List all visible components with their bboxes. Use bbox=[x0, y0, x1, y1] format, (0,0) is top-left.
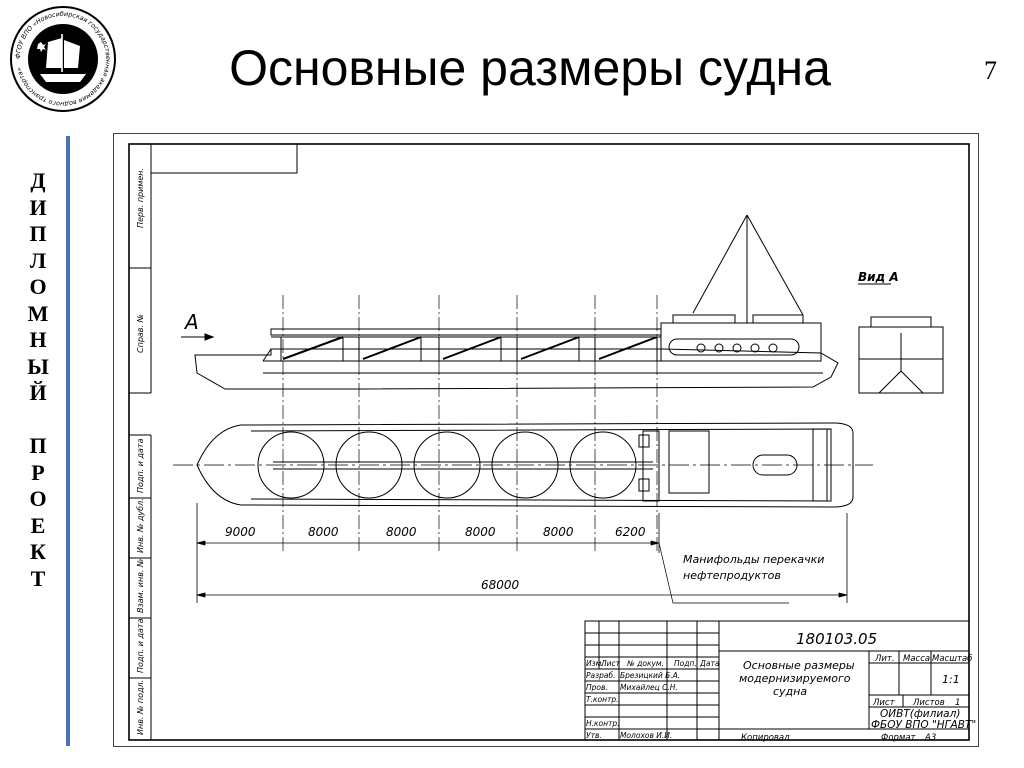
drawing-name: модернизируемого bbox=[739, 672, 851, 685]
tb-role: Разраб. bbox=[586, 671, 615, 680]
side-label-letter: Л bbox=[29, 247, 47, 273]
strip-label: Инв. № подл. bbox=[136, 680, 145, 735]
tb-sheets: Листов bbox=[912, 698, 945, 708]
tb-role: Утв. bbox=[586, 731, 602, 740]
tb-name: Михайлец С.Н. bbox=[620, 683, 678, 692]
plan-view bbox=[173, 422, 873, 508]
tb-org: ОИВТ(филиал) bbox=[880, 708, 960, 720]
side-label-letter: Е bbox=[30, 512, 46, 538]
dimension-lines bbox=[196, 503, 848, 604]
tb-format: Формат bbox=[881, 733, 917, 743]
title-block-text: 180103.05 Основные размеры модернизируем… bbox=[586, 630, 976, 743]
tb-header: Дата bbox=[699, 659, 720, 668]
tb-lit: Лит. bbox=[874, 654, 895, 664]
strip-label: Подп. и дата bbox=[136, 618, 145, 673]
slide-number: 7 bbox=[984, 56, 997, 85]
tb-role: Т.контр. bbox=[586, 695, 619, 704]
side-label-letter: Ы bbox=[27, 353, 49, 379]
manifold-note: нефтепродуктов bbox=[683, 569, 781, 582]
tb-header: Лист bbox=[600, 659, 621, 668]
tb-mass: Масса bbox=[903, 654, 930, 664]
side-label-letter: Д bbox=[30, 168, 46, 193]
tb-scale: Масштаб bbox=[932, 654, 972, 664]
view-arrow-label: А bbox=[183, 310, 199, 334]
drawing-code: 180103.05 bbox=[796, 630, 877, 648]
side-label-letter: П bbox=[29, 433, 47, 458]
tb-header: Изм. bbox=[586, 659, 604, 668]
side-label-letter: Т bbox=[30, 565, 46, 591]
dimension-label: 6200 bbox=[615, 525, 646, 539]
total-length-label: 68000 bbox=[481, 578, 520, 592]
tb-name: Молохов И.И. bbox=[620, 731, 672, 740]
side-label-letter: К bbox=[30, 539, 46, 564]
view-a-label: Вид А bbox=[858, 270, 899, 284]
tb-role: Пров. bbox=[586, 683, 608, 692]
strip-label: Подп. и дата bbox=[136, 438, 145, 493]
side-label-letter: Й bbox=[29, 380, 47, 405]
dimension-label: 8000 bbox=[543, 525, 574, 539]
strip-label: Справ. № bbox=[136, 314, 145, 353]
side-label-letter: Р bbox=[31, 459, 45, 485]
side-label-letter: О bbox=[29, 274, 47, 299]
side-label-letter: М bbox=[27, 300, 49, 326]
tb-org: ФБОУ ВПО "НГАВТ" bbox=[871, 719, 976, 731]
tb-sheets-value: 1 bbox=[955, 698, 960, 708]
page-title: Основные размеры судна bbox=[229, 40, 831, 96]
side-view: А bbox=[181, 214, 839, 553]
dimension-label: 9000 bbox=[225, 525, 256, 539]
side-divider-line bbox=[66, 136, 70, 746]
side-label-letter: Н bbox=[29, 327, 47, 352]
strip-label: Инв. № дубл. bbox=[136, 498, 145, 553]
drawing-name: Основные размеры bbox=[743, 659, 855, 672]
tb-header: Подп. bbox=[674, 659, 697, 668]
strip-label: Взам. инв. № bbox=[136, 559, 145, 613]
title-block bbox=[584, 620, 970, 741]
side-label-letter bbox=[22, 407, 54, 434]
dimension-label: 8000 bbox=[465, 525, 496, 539]
tb-format-value: А3 bbox=[924, 733, 936, 743]
tb-sheet: Лист bbox=[872, 698, 896, 708]
star-icon bbox=[37, 42, 46, 52]
tb-name: Брезицкий Б.А. bbox=[620, 671, 680, 680]
manifold-note: Манифольды перекачки bbox=[683, 553, 824, 566]
side-label-letter: П bbox=[29, 221, 47, 246]
tb-header: № докум. bbox=[626, 659, 664, 668]
tb-role: Н.контр. bbox=[586, 719, 620, 728]
side-label-letter: И bbox=[29, 194, 47, 220]
side-label-letter: О bbox=[29, 486, 47, 511]
academy-logo: ФГОУ ВПО «Новосибирская государственная … bbox=[10, 6, 116, 112]
strip-label: Перв. примен. bbox=[136, 168, 145, 228]
tb-scale-value: 1:1 bbox=[942, 673, 960, 686]
tb-copied: Копировал bbox=[741, 733, 790, 743]
view-a: Вид А bbox=[858, 270, 944, 394]
dimension-label: 8000 bbox=[386, 525, 417, 539]
drawing-name: судна bbox=[773, 685, 807, 698]
dimension-label: 8000 bbox=[308, 525, 339, 539]
ship-drawing: Перв. примен. Справ. № Подп. и дата Инв.… bbox=[113, 133, 979, 747]
